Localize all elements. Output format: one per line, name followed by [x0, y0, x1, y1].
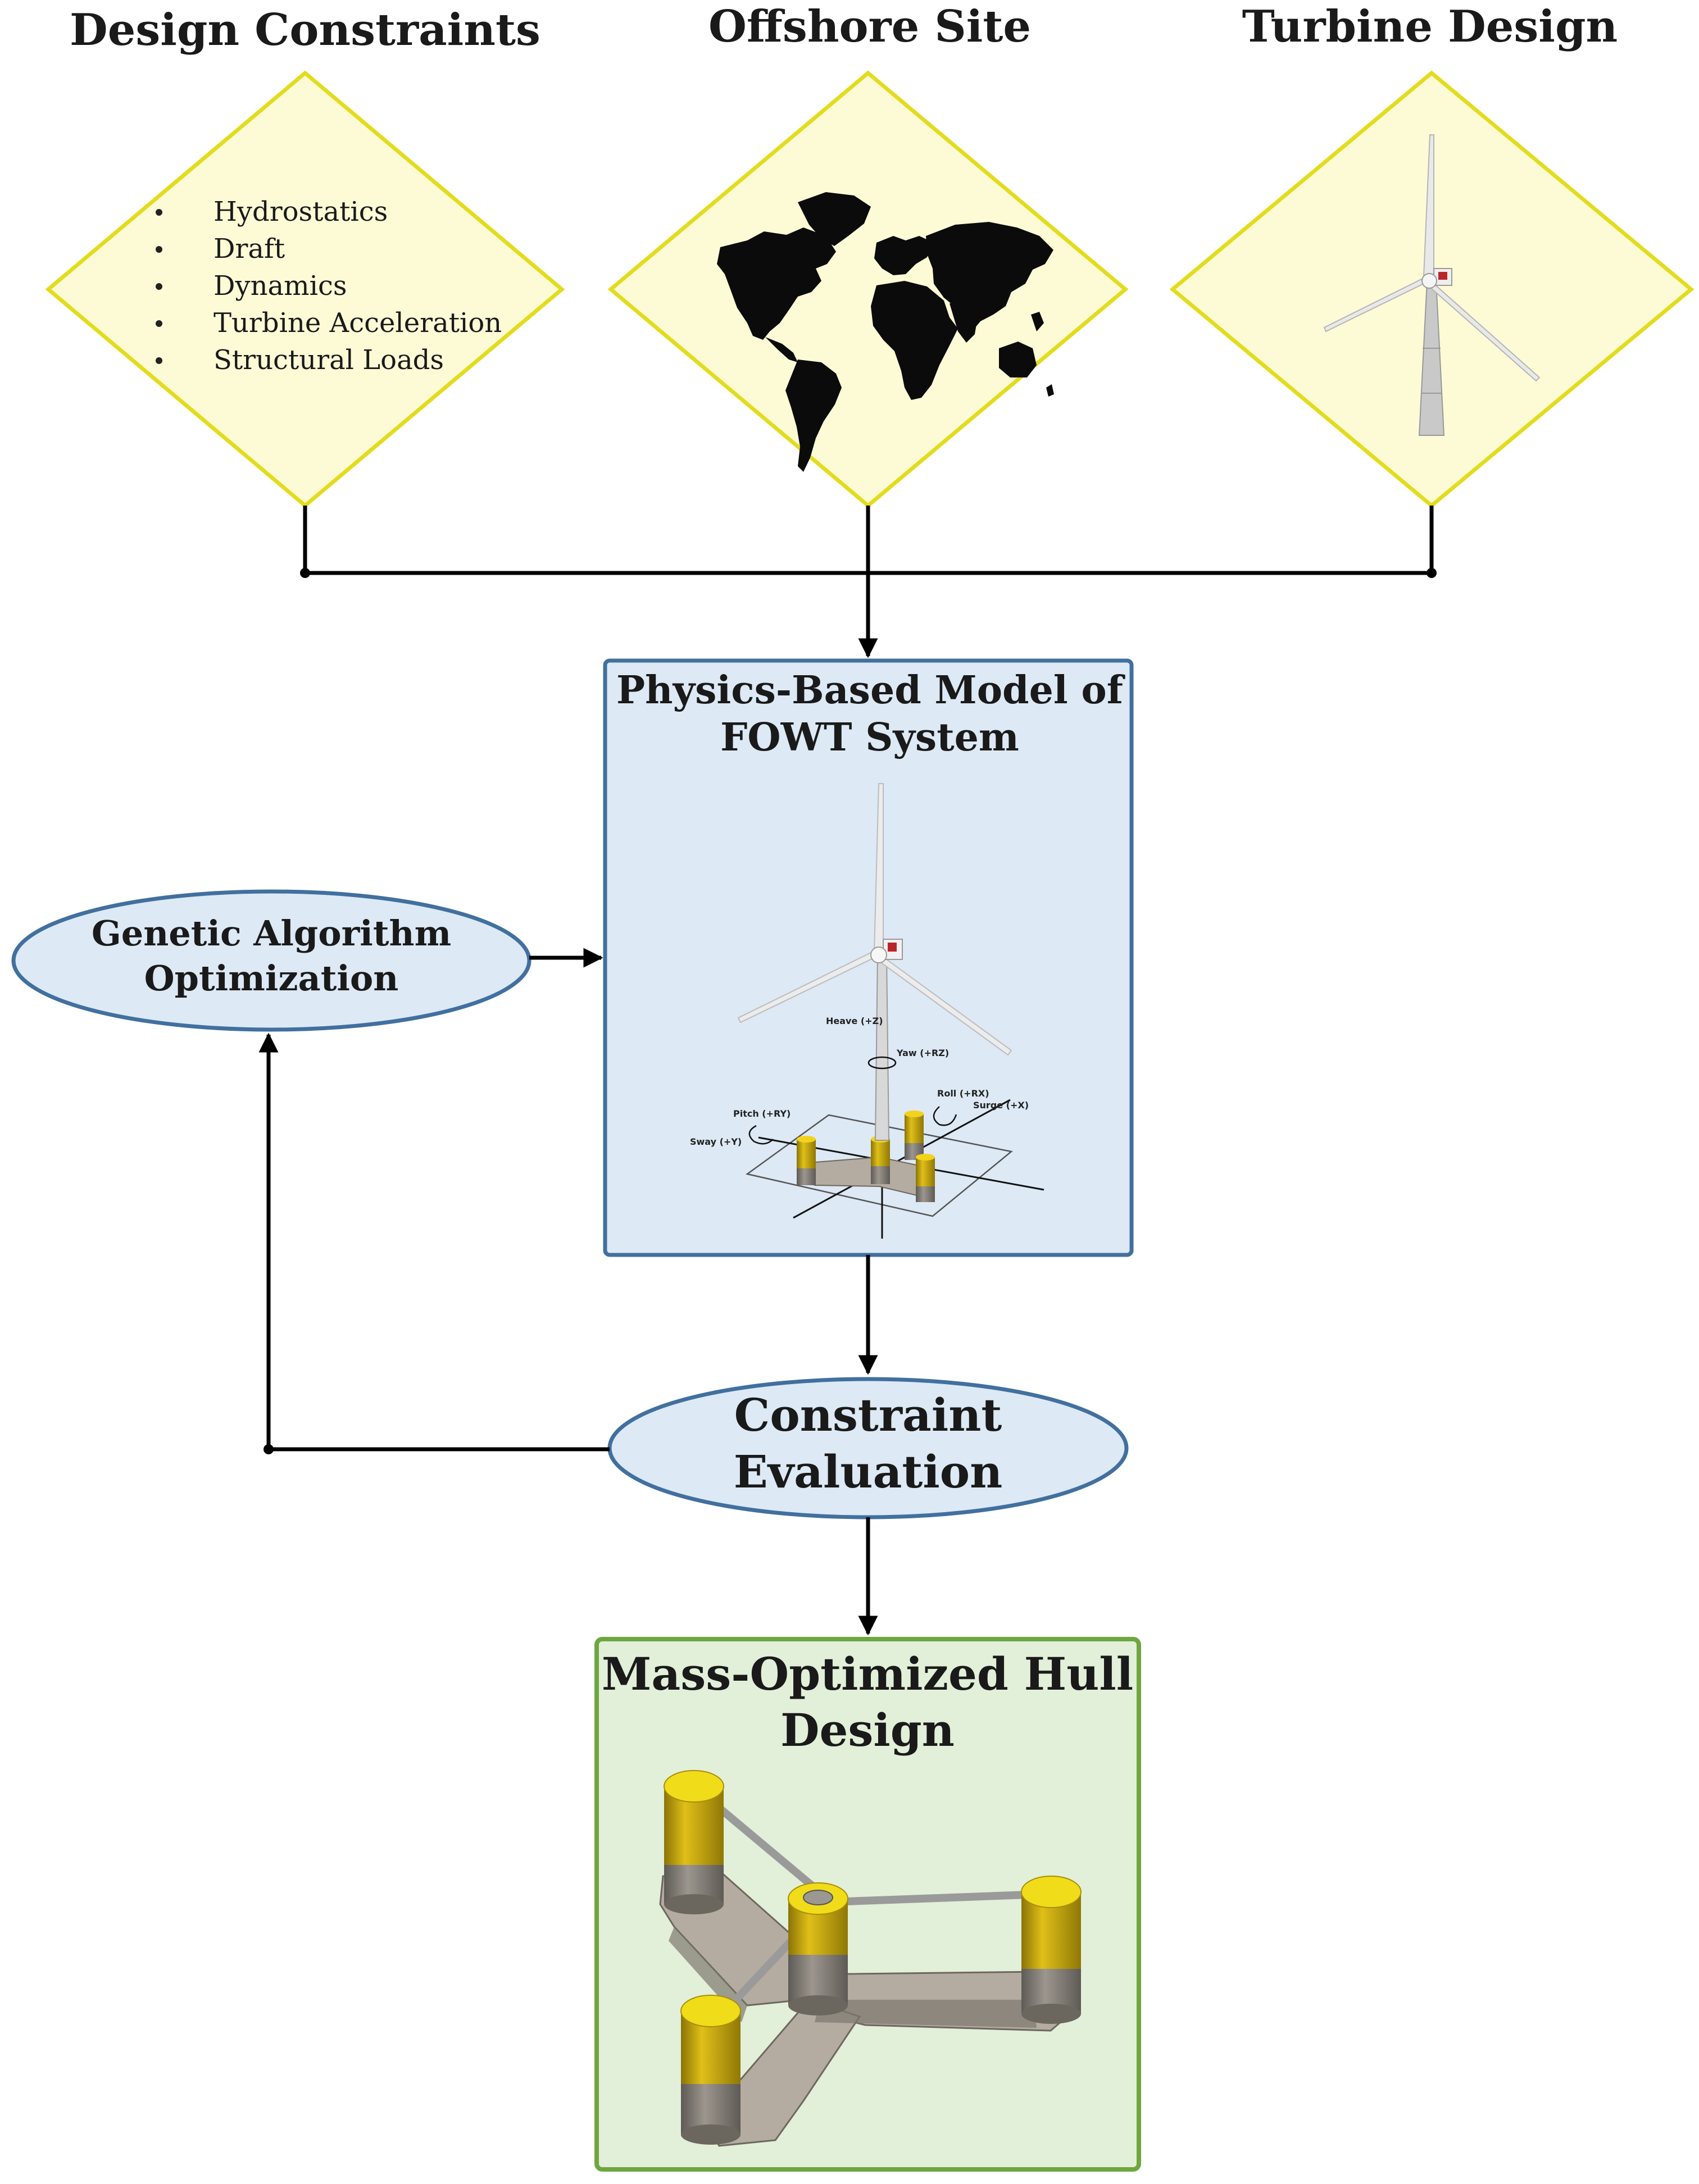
- offshore-site-title: Offshore Site: [708, 1, 1031, 52]
- hull-column: [1021, 1876, 1082, 2024]
- yaw-rotation-arrow: [867, 1056, 897, 1070]
- world-map-icon: [717, 192, 1054, 472]
- constraint-turbine-acceleration: Turbine Acceleration: [213, 307, 502, 339]
- junction-dot: [264, 1444, 274, 1454]
- constraint-draft: Draft: [213, 233, 285, 265]
- turbine-design-title: Turbine Design: [1242, 1, 1618, 52]
- hull-design-title-line2: Design: [780, 1704, 955, 1757]
- constraint-evaluation-line1: Constraint: [734, 1389, 1002, 1441]
- list-item: Structural Loads: [156, 344, 444, 376]
- physics-model-title-line1: Physics-Based Model of: [616, 668, 1125, 713]
- constraint-hydrostatics: Hydrostatics: [213, 196, 388, 228]
- constraint-evaluation-line2: Evaluation: [734, 1445, 1003, 1498]
- wind-turbine-icon: [1323, 134, 1541, 436]
- hull-column: [788, 1882, 848, 2015]
- list-item: Hydrostatics: [156, 196, 388, 228]
- hull-design-title-line1: Mass-Optimized Hull: [602, 1648, 1133, 1700]
- constraint-dynamics: Dynamics: [213, 270, 347, 302]
- constraint-structural-loads: Structural Loads: [213, 344, 444, 376]
- list-item: Turbine Acceleration: [156, 307, 502, 339]
- pitch-label: Pitch (+RY): [733, 1108, 791, 1119]
- genetic-algorithm-line2: Optimization: [144, 958, 399, 999]
- surge-label: Surge (+X): [973, 1100, 1029, 1111]
- hull-illustration: [659, 1770, 1082, 2147]
- feedback-connector: [258, 1032, 610, 1452]
- yaw-label: Yaw (+RZ): [896, 1048, 949, 1058]
- physics-model-title-line2: FOWT System: [720, 715, 1019, 760]
- pitch-rotation-arrow: [748, 1125, 774, 1145]
- genetic-algorithm-node: [11, 889, 531, 1032]
- genetic-algorithm-line1: Genetic Algorithm: [92, 913, 451, 954]
- constraint-list: Hydrostatics Draft Dynamics Turbine Acce…: [156, 196, 502, 376]
- input-connectors: [303, 506, 1434, 658]
- design-constraints-title: Design Constraints: [70, 4, 540, 56]
- junction-dot: [1427, 568, 1437, 578]
- hull-column: [664, 1770, 724, 1914]
- roll-rotation-arrow: [933, 1106, 957, 1126]
- roll-label: Roll (+RX): [937, 1088, 989, 1099]
- water-plane: [746, 1114, 1013, 1217]
- list-item: Draft: [156, 233, 285, 265]
- heave-label: Heave (+Z): [826, 1016, 883, 1026]
- junction-dot: [300, 568, 310, 578]
- list-item: Dynamics: [156, 270, 347, 302]
- surge-axis: [793, 1099, 1011, 1219]
- offshore-site-diamond: [607, 70, 1129, 508]
- hull-column: [680, 1995, 741, 2145]
- fowt-illustration: Heave (+Z) Yaw (+RZ) Pitch (+RY) Roll (+…: [690, 783, 1044, 1239]
- sway-label: Sway (+Y): [690, 1136, 742, 1147]
